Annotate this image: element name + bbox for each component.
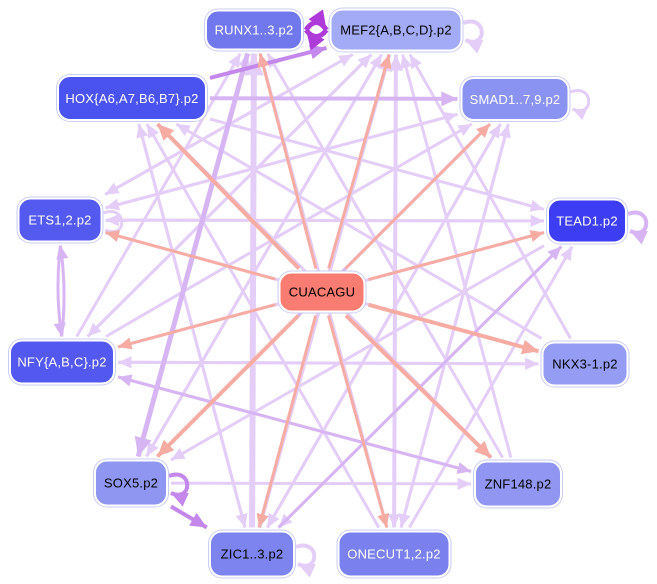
edge-znf148-mef2-arrowhead xyxy=(400,54,412,70)
edge-mef2-runx-arrowhead xyxy=(306,30,325,51)
edge-runx-sox5-arrowhead xyxy=(134,435,152,457)
node-sox5[interactable]: SOX5.p2 xyxy=(94,459,168,507)
edge-zic-runx xyxy=(249,53,257,528)
edge-mef2-mef2-arrowhead xyxy=(465,39,484,54)
edge-smad-onecut-arrowhead xyxy=(398,512,411,528)
edge-cuacagu-zic-arrowhead xyxy=(256,512,269,528)
edge-tead-ets-arrowhead xyxy=(105,214,119,227)
edge-cuacagu-onecut-arrowhead xyxy=(377,512,390,528)
edge-mef2-onecut xyxy=(392,54,398,528)
edge-smad-ets-arrowhead xyxy=(105,198,121,211)
edge-nfy-znf148-arrowhead xyxy=(456,462,471,474)
edge-cuacagu-nkx3-arrowhead xyxy=(520,339,539,355)
edge-tead-ets xyxy=(105,218,545,223)
edge-nfy-smad xyxy=(105,122,473,338)
edge-hox-smad xyxy=(209,96,458,101)
edge-mef2-nfy-arrowhead xyxy=(87,322,102,337)
edge-cuacagu-runx xyxy=(258,53,318,269)
edge-mef2-ets-arrowhead xyxy=(105,182,120,195)
edge-nkx3-hox-arrowhead xyxy=(176,124,191,137)
edge-onecut-tead xyxy=(408,245,574,529)
node-runx1-3[interactable]: RUNX1..3.p2 xyxy=(205,9,303,51)
node-onecut1-2[interactable]: ONECUT1,2.p2 xyxy=(337,530,451,578)
edge-cuacagu-runx-arrowhead xyxy=(257,53,270,69)
edge-tead-tead-selfloop xyxy=(627,210,649,235)
edge-smad-onecut xyxy=(399,123,510,528)
edge-hox-mef2 xyxy=(209,45,327,80)
edge-cuacagu-zic xyxy=(257,315,318,528)
node-nfy[interactable]: NFY{A,B,C}.p2 xyxy=(9,339,115,385)
edge-cuacagu-smad-arrowhead xyxy=(476,124,490,138)
edge-mef2-mef2-selfloop xyxy=(462,19,484,44)
edge-nkx3-mef2-arrowhead xyxy=(409,54,422,70)
edge-cuacagu-mef2 xyxy=(327,54,391,269)
node-tead1[interactable]: TEAD1.p2 xyxy=(547,198,627,244)
node-smad[interactable]: SMAD1..7,9.p2 xyxy=(460,77,570,121)
edge-zic-zic-arrowhead xyxy=(298,563,316,578)
edge-cuacagu-sox5-arrowhead xyxy=(157,439,175,457)
edge-cuacagu-nfy-arrowhead xyxy=(118,337,133,350)
edge-mef2-sox5-arrowhead xyxy=(146,441,159,457)
edge-mef2-sox5 xyxy=(145,53,383,458)
edge-hox-tead-arrowhead xyxy=(529,199,544,212)
edge-cuacagu-nkx3 xyxy=(367,302,540,354)
edge-hox-smad-arrowhead xyxy=(441,91,458,107)
edge-cuacagu-nfy xyxy=(117,303,276,349)
edge-tead-sox5 xyxy=(170,244,545,462)
edge-cuacagu-mef2-arrowhead xyxy=(379,54,392,70)
edge-nfy-smad-arrowhead xyxy=(457,124,472,137)
edge-smad-smad-arrowhead xyxy=(572,108,588,121)
edge-hox-zic-arrowhead xyxy=(235,512,248,528)
edge-cuacagu-tead-arrowhead xyxy=(529,230,544,242)
edge-cuacagu-smad xyxy=(344,122,492,270)
edge-sox5-sox5-selfloop xyxy=(168,472,190,497)
edge-cuacagu-sox5 xyxy=(156,314,300,458)
edge-onecut-hox-arrowhead xyxy=(146,124,159,139)
edge-cuacagu-znf148-arrowhead xyxy=(474,440,491,458)
edge-cuacagu-znf148 xyxy=(344,314,493,459)
edge-tead-sox5-arrowhead xyxy=(171,448,186,461)
edge-sox5-zic-arrowhead xyxy=(189,512,207,528)
node-hox[interactable]: HOX{A6,A7,B6,B7}.p2 xyxy=(57,75,207,121)
edge-onecut-hox xyxy=(145,123,381,529)
edge-onecut-tead-arrowhead xyxy=(560,246,573,262)
node-zic1-3[interactable]: ZIC1..3.p2 xyxy=(209,530,295,578)
edge-smad-smad-selfloop xyxy=(569,89,591,113)
edge-znf148-runx xyxy=(266,52,504,459)
edge-nfy-runx-arrowhead xyxy=(228,53,241,69)
edge-cuacagu-onecut xyxy=(327,315,389,528)
node-ets1-2[interactable]: ETS1,2.p2 xyxy=(17,197,103,243)
node-mef2[interactable]: MEF2{A,B,C,D}.p2 xyxy=(329,8,463,52)
node-nkx3-1[interactable]: NKX3-1.p2 xyxy=(541,341,629,387)
edge-cuacagu-ets xyxy=(105,231,276,281)
edge-smad-zic-arrowhead xyxy=(267,512,280,528)
edge-nfy-nkx3-arrowhead xyxy=(525,357,539,370)
edge-tead-tead-arrowhead xyxy=(630,230,648,245)
edge-nfy-znf148 xyxy=(117,375,472,473)
edge-sox5-sox5-arrowhead xyxy=(171,492,189,507)
edge-cuacagu-tead xyxy=(368,231,545,281)
edge-zic-zic-selfloop xyxy=(295,543,317,568)
edge-sox5-znf148-arrowhead xyxy=(457,477,471,490)
node-znf148[interactable]: ZNF148.p2 xyxy=(474,460,562,508)
edge-nkx3-hox xyxy=(175,122,543,340)
edge-smad-ets xyxy=(105,112,458,210)
edge-cuacagu-hox xyxy=(156,122,301,270)
node-cuacagu-center[interactable]: CUACAGU xyxy=(278,271,366,313)
edge-cuacagu-hox-arrowhead xyxy=(157,124,175,141)
edge-mef2-onecut-arrowhead xyxy=(388,514,401,528)
edge-zic-tead-arrowhead xyxy=(547,246,562,261)
edge-cuacagu-ets-arrowhead xyxy=(105,230,121,242)
edge-smad-zic xyxy=(266,123,502,529)
edge-nfy-nkx3 xyxy=(117,360,539,366)
edge-runx-mef2-arrowhead xyxy=(308,9,327,31)
edge-nfy-ets-arrowhead xyxy=(56,245,69,260)
